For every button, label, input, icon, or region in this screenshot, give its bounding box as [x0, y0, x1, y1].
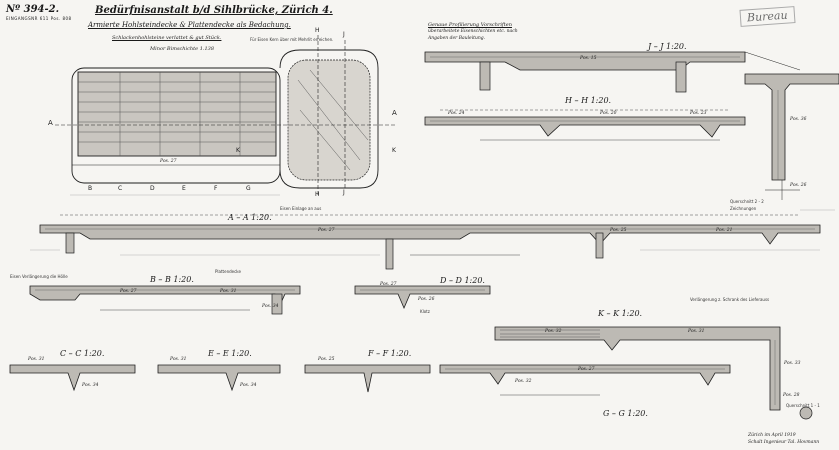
- pos-col-1: Pos. 36: [790, 117, 807, 122]
- label-section-jj: J – J 1:20.: [648, 42, 687, 51]
- plan-beam-pos: Pos. 27: [160, 159, 177, 164]
- signature-place-date: Zürich im April 1919: [748, 433, 796, 438]
- signature-name: Schalt Ingenieur Tal. Hovmann: [748, 440, 820, 445]
- plan-rounded-end: [279, 49, 379, 189]
- pos-bb-1: Pos. 27: [120, 289, 137, 294]
- pos-dd-1: Pos. 27: [380, 282, 397, 287]
- pos-dd-2: Pos. 26: [418, 297, 435, 302]
- kk-note: Verlängerung z. Schrank des Lieferauss: [690, 297, 770, 302]
- plan-letter-k-left: K: [236, 147, 240, 154]
- plan-top-note: Für Eisen Kern über mit Mehrlit erreiche…: [250, 37, 334, 42]
- section-ff: [304, 364, 431, 393]
- label-section-ff: F – F 1:20.: [368, 349, 412, 358]
- plan-letter-d: D: [150, 185, 155, 192]
- pos-aa-3: Pos. 21: [716, 228, 733, 233]
- plan-letter-g: G: [246, 185, 251, 192]
- plan-caption: Schlackenhohlsteine verlattet & gut Stüc…: [112, 35, 222, 41]
- pos-ff-1: Pos. 25: [318, 357, 335, 362]
- pos-col-4: Pos. 28: [783, 393, 800, 398]
- column-detail: [744, 73, 839, 200]
- section-bb: [29, 285, 301, 315]
- section-jj: [424, 51, 801, 93]
- label-section-aa: A – A 1:20.: [228, 213, 272, 222]
- section-cc: [9, 364, 136, 392]
- plan-slab-hatch: [77, 71, 277, 157]
- col-note-1: Querschnitt 2 - 2: [730, 199, 764, 204]
- pos-cc-2: Pos. 34: [82, 383, 99, 388]
- pos-col-3: Pos. 33: [784, 361, 801, 366]
- section-gg: [439, 364, 731, 396]
- plan-letter-f: F: [214, 185, 218, 192]
- register-stamp: EINGANGSNR 611 Pos. 808: [6, 16, 72, 21]
- dimension-lines: [30, 194, 835, 256]
- rebar-detail-circle: [799, 406, 813, 420]
- pos-kk-2: Pos. 31: [688, 329, 705, 334]
- plan-letter-j-bottom: J: [343, 189, 345, 196]
- section-kk: [494, 326, 781, 411]
- plan-letter-b: B: [88, 185, 93, 192]
- section-ee: [157, 364, 281, 392]
- drawing-subtitle: Armierte Hohlsteindecke & Plattendecke a…: [88, 21, 291, 29]
- label-section-gg: G – G 1:20.: [603, 409, 648, 418]
- plan-outline: [71, 67, 281, 184]
- pos-ee-1: Pos. 31: [170, 357, 187, 362]
- section-dd: [354, 285, 491, 310]
- plan-letter-h-bottom: H: [315, 191, 320, 198]
- pos-ee-2: Pos. 34: [240, 383, 257, 388]
- pos-hh-3: Pos. 23: [690, 111, 707, 116]
- label-section-hh: H – H 1:20.: [565, 96, 612, 105]
- col-note-2: Zeichnungen: [730, 206, 757, 211]
- floor-plan: [55, 35, 395, 195]
- bb-note-2: Eisen Verlängerung die Hölle: [10, 274, 68, 279]
- pos-hh-2: Pos. 20: [600, 111, 617, 116]
- pos-col-2: Pos. 26: [790, 183, 807, 188]
- label-section-kk: K – K 1:20.: [598, 309, 643, 318]
- plan-letter-h-top: H: [315, 27, 320, 34]
- plan-cut-lines: [55, 35, 395, 195]
- notes-right-2: überarbeitete Eisenschichten etc. nach: [428, 29, 518, 34]
- label-section-dd: D – D 1:20.: [440, 276, 485, 285]
- plan-letter-a-right: A: [392, 109, 397, 117]
- plan-letter-k-right: K: [392, 147, 396, 154]
- plan-letter-a-left: A: [48, 119, 53, 127]
- bb-note: Plattendecke: [215, 269, 241, 274]
- pos-kk-1: Pos. 32: [545, 329, 562, 334]
- col-note-3: Querschnitt 1 - 1: [786, 403, 820, 408]
- plan-letter-e: E: [182, 185, 186, 192]
- pos-hh-1: Pos. 24: [448, 111, 465, 116]
- plan-letter-j-top: J: [343, 31, 345, 38]
- pos-cc-1: Pos. 31: [28, 357, 45, 362]
- pos-bb-3: Pos. 34: [262, 304, 279, 309]
- label-section-ee: E – E 1:20.: [208, 349, 252, 358]
- notes-right-3: Angaben der Bauleitung.: [428, 36, 486, 41]
- notes-right-1: Genaue Profilierung Vorschriften: [428, 22, 512, 28]
- plan-rib-lines: [78, 69, 369, 171]
- pos-bb-2: Pos. 31: [220, 289, 237, 294]
- plan-note: Minor Bimschichte 1.138: [150, 46, 215, 52]
- pos-aa-1: Pos. 27: [318, 228, 335, 233]
- plan-letter-c: C: [118, 185, 123, 192]
- pos-aa-2: Pos. 25: [610, 228, 627, 233]
- pos-gg-1: Pos. 27: [578, 367, 595, 372]
- aa-top-note: Eisen Einlage an aus: [280, 206, 322, 211]
- dd-note: Klotz: [420, 309, 430, 314]
- label-section-cc: C – C 1:20.: [60, 349, 105, 358]
- pos-jj: Pos. 15: [580, 56, 597, 61]
- sheet-number: Nº 394-2.: [6, 4, 60, 15]
- section-aa: [39, 214, 821, 270]
- pos-gg-2: Pos. 32: [515, 379, 532, 384]
- label-section-bb: B – B 1:20.: [150, 275, 194, 284]
- drawing-title: Bedürfnisanstalt b/d Sihlbrücke, Zürich …: [95, 5, 333, 16]
- section-hh: [424, 109, 746, 141]
